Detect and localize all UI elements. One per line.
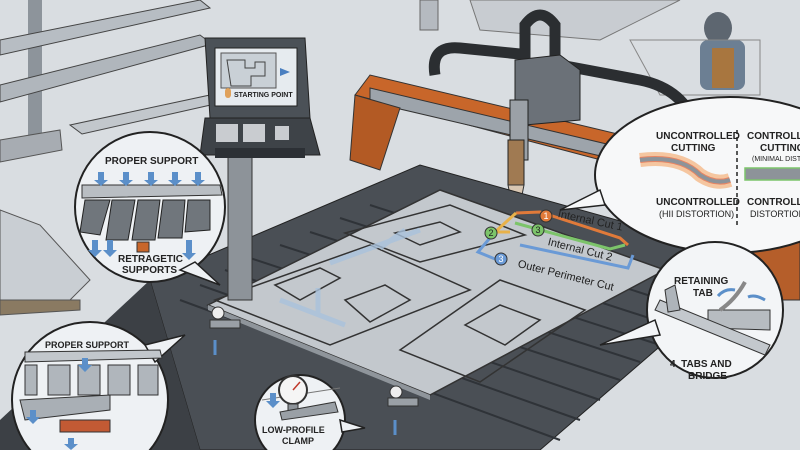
uncontrolled-caption-1: UNCONTROLLED (656, 197, 740, 208)
tabs-bridge-caption-1: 4. TABS AND (670, 359, 732, 370)
retaining-tab-title-1: RETAINING (674, 276, 729, 287)
steel-sheet (206, 189, 667, 400)
cnc-controller (199, 37, 321, 301)
callout-retaining-tab (599, 241, 784, 379)
uncontrolled-cutting-title-2: CUTTING (671, 143, 716, 154)
retaining-tab-title-2: TAB (693, 288, 713, 299)
table-clamps (209, 306, 419, 435)
retragetic-supports-line1: RETRAGETIC (118, 254, 183, 265)
uncontrolled-caption-2: (HII DISTORTION) (659, 209, 735, 219)
uncontrolled-cutting-title-1: UNCONTROLLED (656, 131, 740, 142)
retragetic-supports-line2: SUPPORTS (122, 265, 178, 276)
low-profile-clamp-title-2: CLAMP (282, 436, 314, 446)
welder-figure (629, 12, 761, 96)
proper-support-top-title: PROPER SUPPORT (105, 156, 199, 167)
callout-low-profile-clamp (254, 374, 366, 450)
controlled-caption-2: DISTORTION (750, 209, 800, 219)
sheet-stack (0, 209, 91, 316)
tabs-bridge-caption-2: BRIDGE (688, 371, 727, 382)
svg-text:3: 3 (535, 225, 540, 235)
svg-text:1: 1 (543, 211, 548, 221)
cut-step-markers: 1 2 3 3 (484, 209, 553, 266)
metal-stock-rack (0, 0, 216, 163)
proper-support-bottom-title: PROPER SUPPORT (45, 340, 130, 350)
callout-proper-support-top (74, 131, 226, 286)
svg-text:2: 2 (488, 228, 493, 238)
controlled-cutting-title-1: CONTROLLED (747, 131, 800, 142)
controlled-caption-1: CONTROLLED (747, 197, 800, 208)
low-profile-clamp-title-1: LOW-PROFILE (262, 425, 325, 435)
callout-proper-support-bottom (11, 321, 186, 450)
svg-text:3: 3 (498, 254, 503, 264)
controlled-cutting-subtitle: (MINIMAL DISTORTION) (752, 156, 800, 163)
controller-screen-label: STARTING POINT (234, 92, 293, 99)
controlled-cutting-title-2: CUTTING (760, 143, 800, 154)
